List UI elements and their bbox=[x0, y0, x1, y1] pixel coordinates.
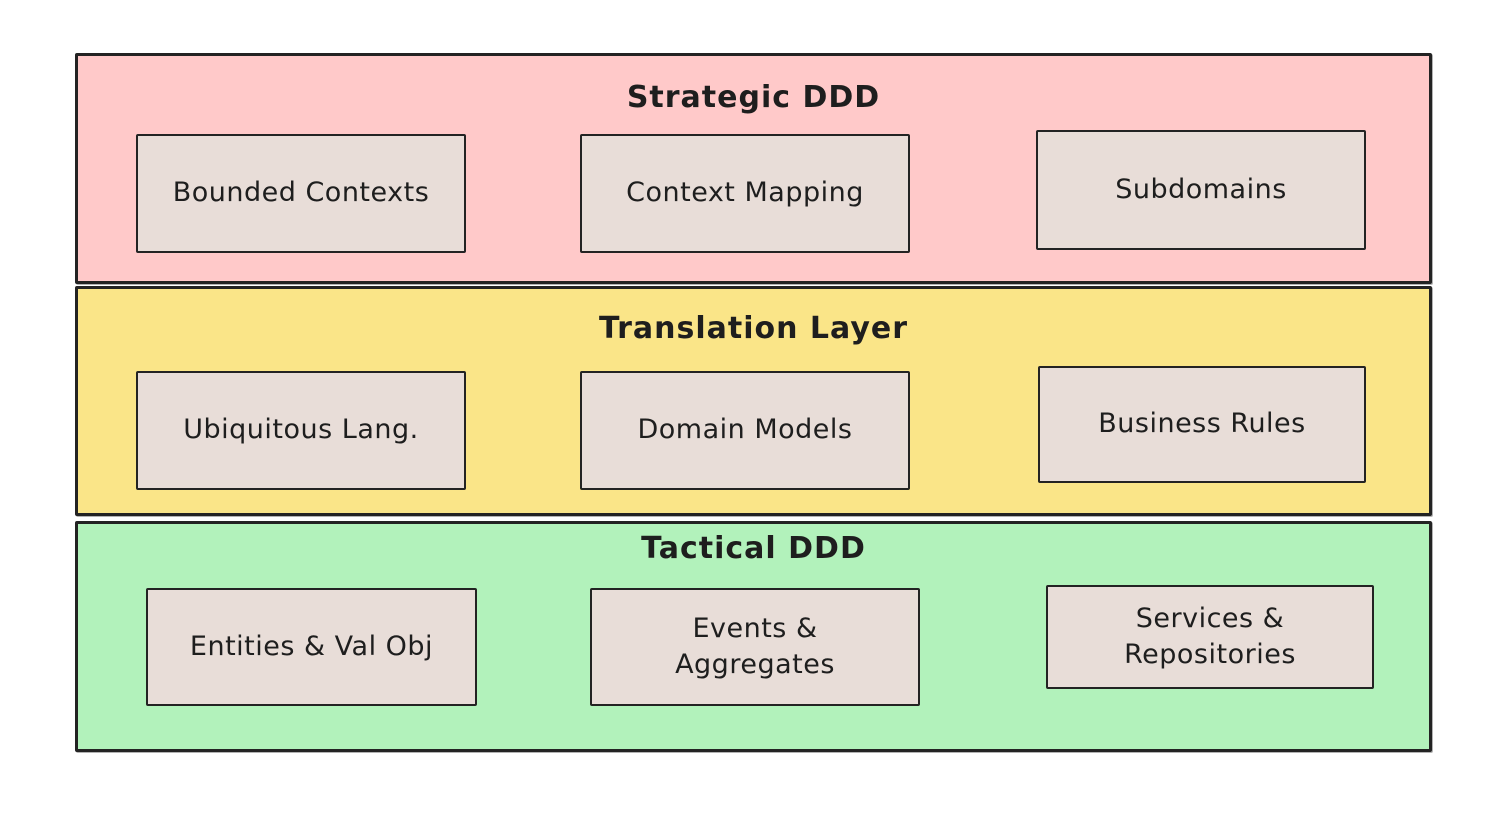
node-label: Business Rules bbox=[1098, 408, 1306, 440]
node-domain-models: Domain Models bbox=[580, 371, 910, 490]
node-label: Entities & Val Obj bbox=[189, 630, 434, 662]
node-entities-val-obj: Entities & Val Obj bbox=[146, 588, 477, 706]
node-context-mapping: Context Mapping bbox=[580, 134, 910, 253]
node-label: Domain Models bbox=[637, 414, 853, 446]
node-label: Ubiquitous Lang. bbox=[183, 414, 419, 446]
node-bounded-contexts: Bounded Contexts bbox=[136, 134, 466, 253]
band-title-translation-layer: Translation Layer bbox=[598, 311, 909, 346]
node-label: Bounded Contexts bbox=[172, 177, 430, 209]
node-business-rules: Business Rules bbox=[1038, 366, 1366, 483]
node-services-repositories: Services & Repositories bbox=[1046, 585, 1374, 689]
node-ubiquitous-lang: Ubiquitous Lang. bbox=[136, 371, 466, 490]
band-translation-layer: Translation Layer Ubiquitous Lang. Domai… bbox=[75, 286, 1432, 516]
node-label: Subdomains bbox=[1115, 173, 1287, 205]
band-strategic-ddd: Strategic DDD Bounded Contexts Context M… bbox=[75, 53, 1432, 284]
band-title-strategic-ddd: Strategic DDD bbox=[626, 80, 881, 115]
node-label: Context Mapping bbox=[626, 177, 864, 209]
node-subdomains: Subdomains bbox=[1036, 130, 1366, 250]
node-events-aggregates: Events & Aggregates bbox=[590, 588, 920, 706]
node-label: Services & Repositories bbox=[1124, 602, 1296, 670]
node-label: Events & Aggregates bbox=[675, 612, 835, 680]
band-title-tactical-ddd: Tactical DDD bbox=[641, 531, 866, 566]
band-tactical-ddd: Tactical DDD Entities & Val Obj Events &… bbox=[75, 521, 1432, 752]
